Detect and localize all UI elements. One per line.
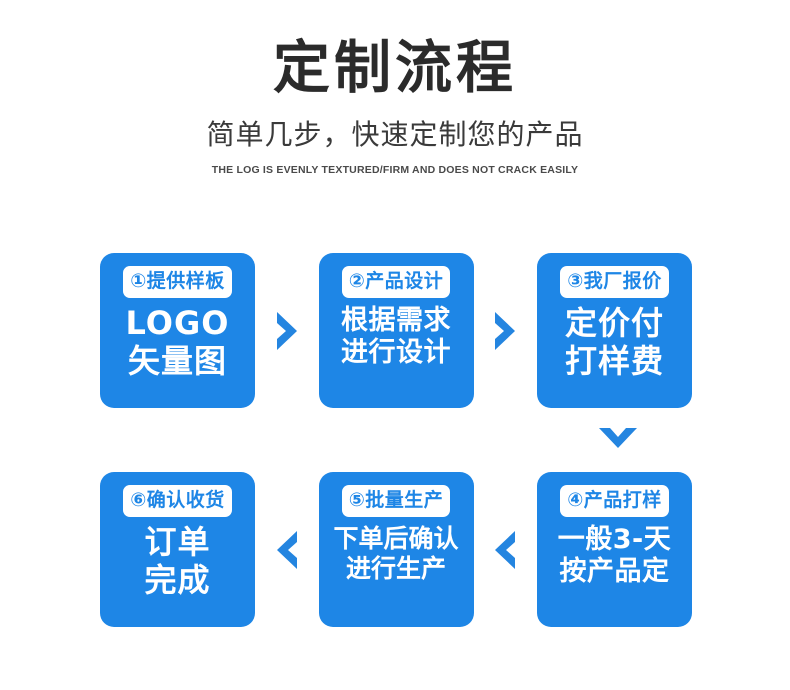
step-body: 订单 完成	[144, 523, 211, 600]
step-badge: ⑥确认收货	[123, 485, 232, 517]
step-line-2: 进行生产	[345, 553, 446, 583]
step-badge: ⑤批量生产	[341, 485, 451, 517]
step-body: 根据需求 进行设计	[341, 305, 451, 369]
header: 定制流程 简单几步，快速定制您的产品 THE LOG IS EVENLY TEX…	[0, 0, 790, 177]
step-body: 下单后确认 进行生产	[333, 524, 458, 583]
step-badge: ①提供样板	[123, 266, 232, 298]
step-body: 定价付 打样费	[564, 304, 664, 381]
step-badge: ④产品打样	[560, 485, 669, 517]
step-line-1: 订单	[144, 523, 211, 561]
chevron-left-icon	[255, 472, 319, 627]
flow-row-top: ①提供样板 LOGO 矢量图 ②产品设计 根据需求 进行设计	[100, 253, 692, 408]
page-subtitle: 简单几步，快速定制您的产品	[206, 117, 584, 151]
step-badge: ③我厂报价	[560, 266, 669, 298]
step-body: LOGO 矢量图	[125, 304, 230, 381]
flow-step-1[interactable]: ①提供样板 LOGO 矢量图	[100, 253, 255, 408]
flow-step-4[interactable]: ④产品打样 一般3-天 按产品定	[537, 472, 692, 627]
step-line-1: LOGO	[125, 304, 230, 342]
step-line-1: 根据需求	[341, 305, 451, 336]
flow-step-2[interactable]: ②产品设计 根据需求 进行设计	[318, 253, 474, 408]
step-line-2: 打样费	[564, 341, 664, 380]
step-badge: ②产品设计	[341, 266, 451, 298]
process-flow: ①提供样板 LOGO 矢量图 ②产品设计 根据需求 进行设计	[0, 238, 790, 638]
flow-step-5[interactable]: ⑤批量生产 下单后确认 进行生产	[318, 472, 474, 627]
chevron-left-icon	[474, 472, 538, 627]
chevron-down-icon	[596, 424, 640, 457]
step-line-2: 按产品定	[559, 555, 670, 587]
chevron-right-icon	[474, 253, 538, 408]
flow-step-3[interactable]: ③我厂报价 定价付 打样费	[537, 253, 692, 408]
step-line-1: 一般3-天	[557, 524, 672, 555]
page-title: 定制流程	[273, 35, 517, 101]
step-line-1: 下单后确认	[333, 524, 459, 553]
flow-row-bottom: ④产品打样 一般3-天 按产品定 ⑤批量生产 下单后确认 进行生产	[100, 472, 692, 627]
step-line-2: 矢量图	[127, 341, 227, 380]
step-line-2: 进行设计	[341, 336, 451, 368]
chevron-right-icon	[255, 253, 319, 408]
step-line-2: 完成	[144, 560, 211, 599]
step-body: 一般3-天 按产品定	[558, 524, 672, 588]
page-tagline: THE LOG IS EVENLY TEXTURED/FIRM AND DOES…	[211, 164, 579, 177]
flow-step-6[interactable]: ⑥确认收货 订单 完成	[100, 472, 255, 627]
step-line-1: 定价付	[564, 304, 664, 342]
